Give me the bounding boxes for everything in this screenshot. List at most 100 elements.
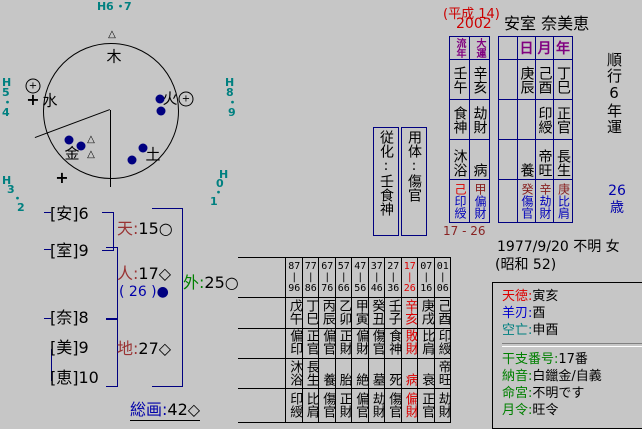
info-item: 天徳:寅亥 — [502, 289, 559, 304]
info-divider — [502, 343, 642, 347]
daiun-juniun: 養 — [320, 373, 336, 387]
plus-icon: + — [26, 90, 40, 109]
daiun-tsuhen: 傷官 — [369, 328, 385, 355]
daiun-zokan: 偏財 — [402, 392, 418, 419]
direction-label-char: H — [2, 174, 12, 187]
info-box: 天徳:寅亥羊刃:酉空亡:申酉干支番号:17番納音:白鑞金/自義命宮:不明です月令… — [492, 282, 642, 429]
daiun-zokan: 比肩 — [303, 392, 319, 419]
element-label: 水 — [42, 91, 58, 110]
kanshi-cell: 己酉 — [536, 60, 554, 100]
tsuhen-cell: 印綬 — [536, 100, 554, 140]
direction-note: 順行6年運 — [605, 52, 623, 135]
gai-bracket — [152, 208, 183, 387]
gaikaku-value: 外:25○ — [183, 273, 239, 292]
name-char-row: [奈]8 — [50, 308, 89, 327]
direction-label-char: 1 — [210, 195, 218, 208]
chikaku-value: 地:27◇ — [117, 339, 172, 358]
daiun-tsuhen: 偏印 — [287, 328, 303, 355]
direction-label-char: H — [97, 0, 107, 13]
name-char-row: [安]6 — [50, 204, 89, 223]
daiun-kanshi: 丙辰 — [319, 298, 335, 325]
daiun-kanshi: 庚戌 — [418, 298, 434, 325]
direction-label-char: 2 — [17, 201, 25, 214]
chi-left-line — [51, 349, 52, 381]
daiun-zokan: 正官 — [419, 392, 435, 419]
daiun-zokan: 印綬 — [287, 392, 303, 419]
juniun-cell — [499, 140, 518, 180]
daiun-age: 27 | 36 — [387, 260, 400, 294]
pillar-header-cell — [499, 37, 518, 60]
daiun-juniun: 絶 — [353, 373, 369, 387]
daiun-kanshi: 癸丑 — [369, 298, 385, 325]
daiun-kanshi: 乙卯 — [336, 298, 352, 325]
name-char-row: [恵]10 — [50, 368, 99, 387]
daiun-tsuhen: 偏財 — [353, 328, 369, 355]
daiun-row-line — [238, 328, 450, 329]
oplus-icon: + — [178, 91, 194, 107]
dot-icon — [64, 135, 74, 145]
direction-label-char: 4 — [2, 106, 10, 119]
daiun-juniun: 帝旺 — [435, 360, 451, 387]
dot-icon — [138, 143, 148, 153]
daiun-tsuhen: 印綬 — [435, 328, 451, 355]
dot-icon — [127, 155, 137, 165]
info-item: 干支番号:17番 — [502, 352, 588, 367]
chart-divider-vertical — [110, 110, 111, 187]
triangle-icon: △ — [87, 149, 95, 160]
tsuhen-cell: 正官 — [554, 100, 573, 140]
direction-label-char: ・ — [227, 96, 238, 109]
yotai-box: 用体:傷官 — [401, 127, 427, 236]
name-tick — [44, 212, 51, 213]
daiun-zokan: 劫財 — [369, 392, 385, 419]
direction-label-char: 9 — [228, 106, 236, 119]
total-strokes-value: 総画:42◇ — [130, 400, 201, 421]
name-tick — [44, 318, 51, 319]
jinkaku-value: 人:17◇ — [117, 264, 172, 283]
jin-bracket — [106, 247, 118, 320]
pillar-header-cell: 月 — [536, 37, 554, 60]
direction-label-char: 8 — [226, 86, 234, 99]
daiun-tsuhen: 偏官 — [320, 328, 336, 355]
info-item: 月令:旺令 — [502, 403, 559, 418]
chi-bracket — [106, 318, 118, 387]
daiun-row-line — [238, 388, 450, 389]
name-tick — [44, 249, 51, 250]
current-age-note: ( 26 )● — [119, 284, 169, 300]
direction-label-char: H — [219, 168, 229, 181]
tsuhen-cell — [499, 100, 518, 140]
person-name: 安室 奈美恵 — [504, 14, 590, 33]
daiun-kanshi: 辛亥 — [402, 298, 418, 325]
current-age: 26 歳 — [608, 183, 626, 216]
pillar-header-cell: 大運 — [470, 37, 490, 60]
daiun-kanshi: 戊午 — [286, 298, 302, 325]
daiun-kanshi: 丁巳 — [303, 298, 319, 325]
zokan-cell — [499, 180, 518, 223]
zokan-cell: 己印綬 — [450, 180, 470, 223]
direction-label-char: ・ — [12, 192, 23, 205]
daiun-age: 57 | 66 — [337, 260, 350, 294]
daiun-juniun: 胎 — [336, 373, 352, 387]
era-year: (平成 14) — [443, 7, 500, 22]
daiun-kanshi: 壬子 — [385, 298, 401, 325]
zokan-cell: 癸傷官 — [518, 180, 536, 223]
dot-icon — [156, 106, 166, 116]
kanshi-cell — [499, 60, 518, 100]
daiun-tsuhen: 敗財 — [402, 328, 418, 355]
info-item: 羊刃:酉 — [502, 306, 546, 321]
daiun-age: 67 | 76 — [321, 260, 334, 294]
element-label: 土 — [145, 145, 161, 164]
tsuhen-cell: 劫財 — [470, 100, 490, 140]
daiun-tsuhen: 正官 — [303, 328, 319, 355]
direction-label-char: 6 — [106, 0, 114, 13]
direction-label-char: ・ — [115, 0, 126, 13]
plus-icon: + — [55, 168, 69, 187]
element-label: 木 — [106, 47, 122, 66]
daiun-tsuhen: 正財 — [336, 328, 352, 355]
